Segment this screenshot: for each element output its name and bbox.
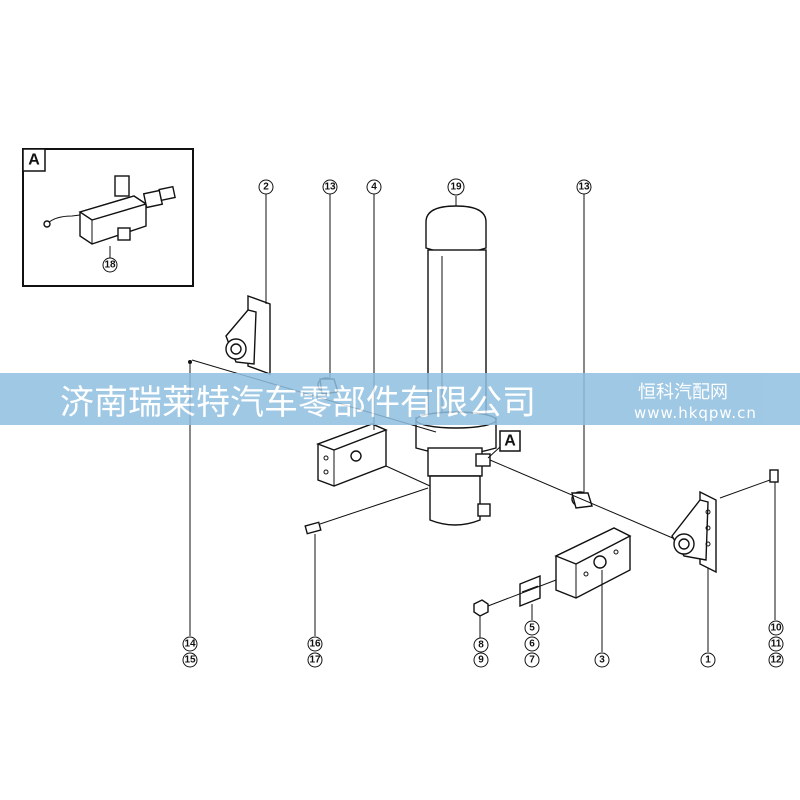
callout-9: 9 xyxy=(473,652,489,668)
svg-text:17: 17 xyxy=(309,655,321,666)
callout-11: 11 xyxy=(768,636,784,652)
grease-fitting-16-17 xyxy=(304,487,429,636)
callout-18: 18 xyxy=(102,257,118,273)
watermark-brand: 恒科汽配网 xyxy=(638,382,728,403)
valve-assembly-18 xyxy=(43,175,176,258)
svg-text:3: 3 xyxy=(599,655,605,666)
svg-text:14: 14 xyxy=(184,639,196,650)
watermark-url: www.hkqpw.cn xyxy=(634,404,757,422)
mount-bracket-2 xyxy=(225,194,271,375)
svg-text:4: 4 xyxy=(371,182,377,193)
svg-text:5: 5 xyxy=(529,623,535,634)
svg-text:15: 15 xyxy=(184,655,196,666)
svg-text:6: 6 xyxy=(529,639,535,650)
svg-text:1: 1 xyxy=(705,655,711,666)
svg-text:8: 8 xyxy=(478,640,484,651)
inset-label-a: A xyxy=(22,148,46,172)
callout-12: 12 xyxy=(768,652,784,668)
callout-5: 5 xyxy=(524,620,540,636)
svg-text:13: 13 xyxy=(324,182,336,193)
bolt-8-9 xyxy=(473,579,557,638)
mounting-axis-right xyxy=(489,459,683,543)
svg-text:A: A xyxy=(504,433,516,450)
callout-15: 15 xyxy=(182,652,198,668)
callout-1: 1 xyxy=(700,652,716,668)
shim-plate-5-7 xyxy=(519,574,541,620)
svg-text:16: 16 xyxy=(309,639,321,650)
inset-detail-a: A 18 xyxy=(22,148,194,287)
svg-text:7: 7 xyxy=(529,655,535,666)
bushing-13-right xyxy=(571,194,593,509)
svg-text:13: 13 xyxy=(578,182,590,193)
mount-bracket-1 xyxy=(671,490,717,652)
callout-2: 2 xyxy=(258,179,274,195)
callout-16: 16 xyxy=(307,636,323,652)
callout-10: 10 xyxy=(768,620,784,636)
svg-text:2: 2 xyxy=(263,182,269,193)
axis-cradle-cylinder xyxy=(385,465,431,487)
cradle-bracket-4 xyxy=(315,194,388,487)
bushing-13-left xyxy=(317,194,339,395)
hydraulic-cylinder-19 xyxy=(415,196,497,526)
callout-13-left: 13 xyxy=(322,179,338,195)
svg-text:18: 18 xyxy=(104,260,116,271)
callout-8: 8 xyxy=(473,637,489,653)
callout-13-right: 13 xyxy=(576,179,592,195)
grease-fitting-10-12 xyxy=(719,469,779,620)
callout-7: 7 xyxy=(524,652,540,668)
watermark-company: 济南瑞莱特汽车零部件有限公司 xyxy=(60,383,536,423)
svg-text:11: 11 xyxy=(771,639,782,650)
callout-4: 4 xyxy=(366,179,382,195)
svg-text:10: 10 xyxy=(770,623,782,634)
callout-17: 17 xyxy=(307,652,323,668)
svg-text:9: 9 xyxy=(478,655,484,666)
callout-3: 3 xyxy=(594,652,610,668)
callout-14: 14 xyxy=(182,636,198,652)
callout-6: 6 xyxy=(524,636,540,652)
svg-text:12: 12 xyxy=(770,655,782,666)
svg-text:19: 19 xyxy=(450,182,462,193)
watermark-banner: 济南瑞莱特汽车零部件有限公司 恒科汽配网 www.hkqpw.cn xyxy=(0,373,800,425)
detail-marker-a: A xyxy=(487,430,521,459)
svg-text:A: A xyxy=(28,152,40,169)
callout-19: 19 xyxy=(447,178,465,196)
cradle-bracket-3 xyxy=(554,527,632,652)
